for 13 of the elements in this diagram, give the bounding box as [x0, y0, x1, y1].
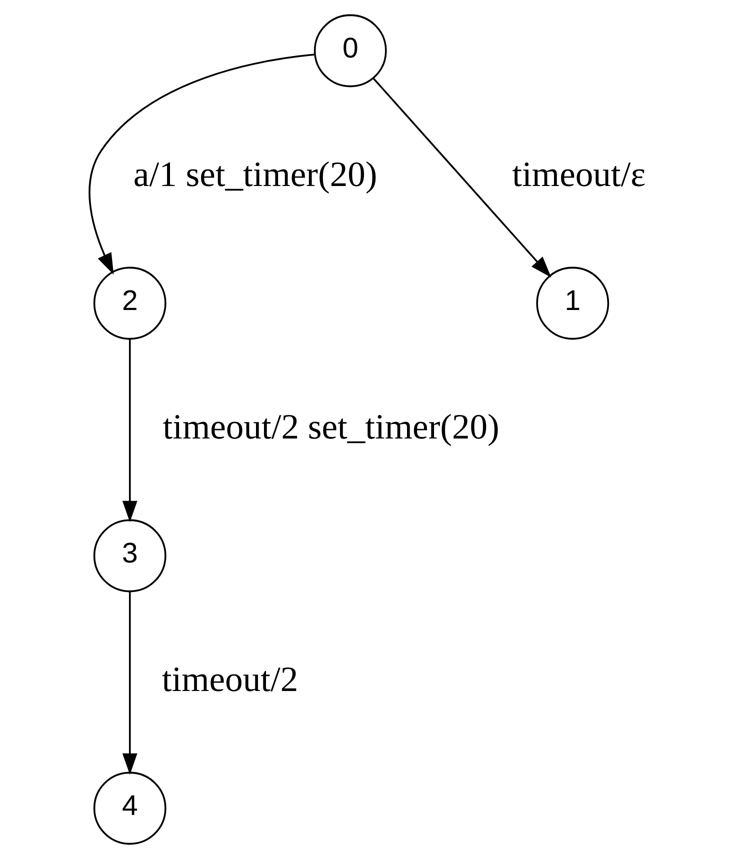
- node-circle: 0: [314, 14, 387, 88]
- node-circle: 3: [93, 519, 166, 592]
- edge-label: timeout/ε: [512, 154, 646, 194]
- arrow: [88, 54, 315, 275]
- arrow: [122, 339, 138, 522]
- arrow: [122, 592, 138, 775]
- edge-label: a/1 set_timer(20): [133, 154, 378, 194]
- edge-label: timeout/2 set_timer(20): [162, 406, 500, 446]
- arrow: [372, 78, 552, 278]
- edge-label: timeout/2: [162, 658, 298, 699]
- node-circle: 4: [93, 772, 166, 845]
- node-circle: 1: [536, 266, 610, 340]
- node-circle: 2: [93, 266, 166, 340]
